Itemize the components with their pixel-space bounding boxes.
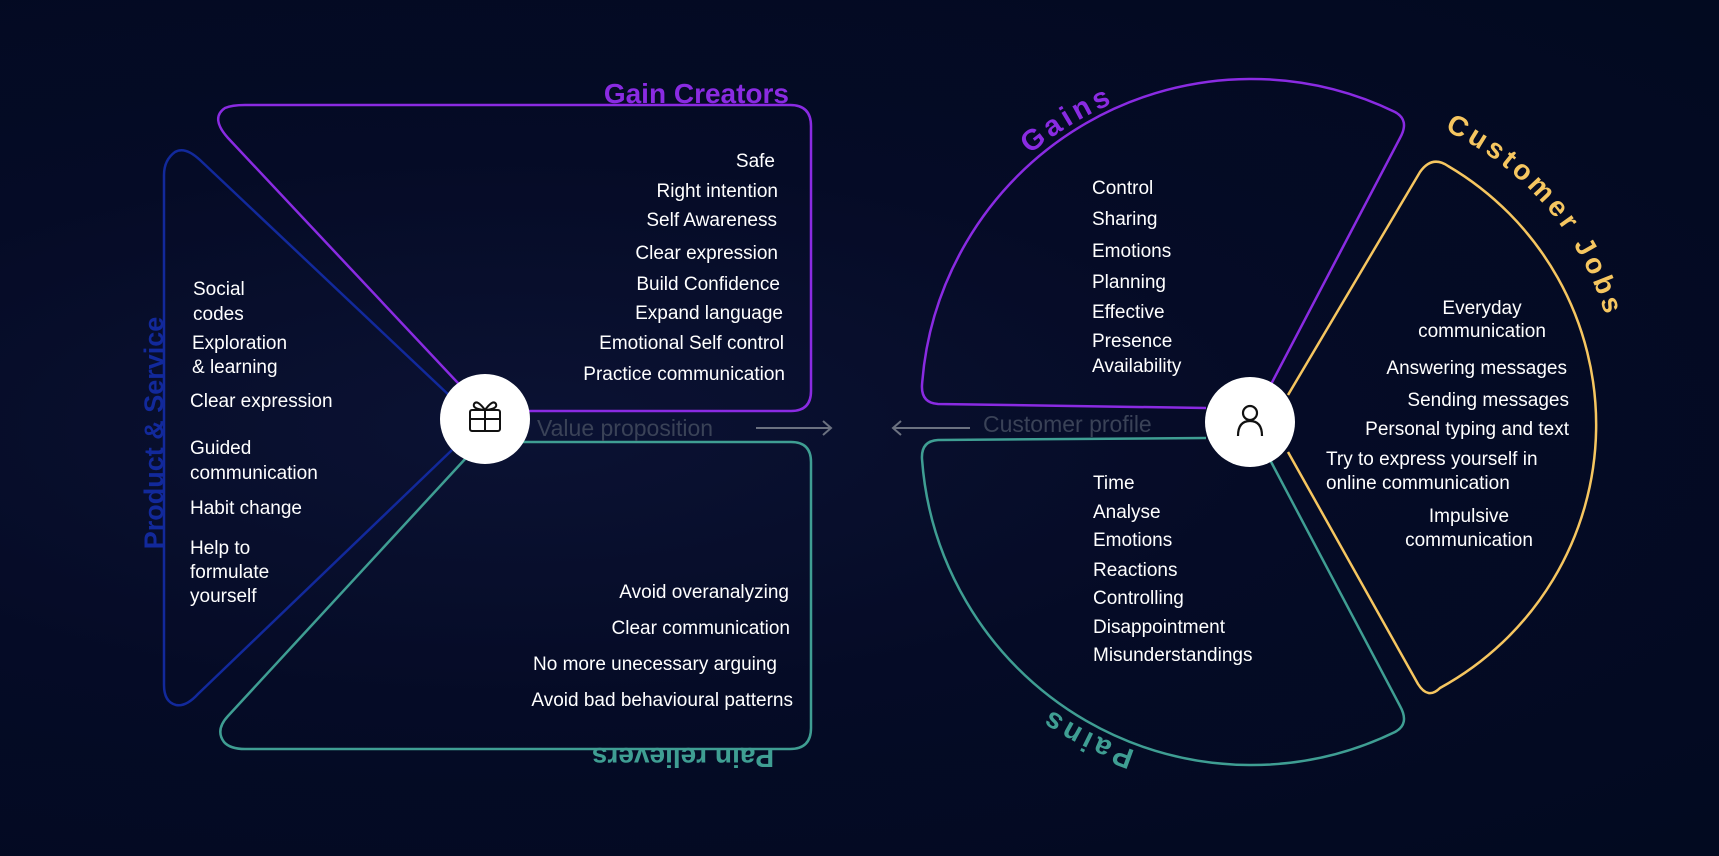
customer-jobs-title: Customer Jobs — [1442, 108, 1630, 321]
list-item: Social — [193, 279, 245, 300]
list-item: communication — [190, 463, 318, 484]
list-item: Availability — [1092, 356, 1182, 377]
customer-jobs-section: Customer Jobs Everyday communication Ans… — [1286, 108, 1630, 695]
list-item: Controlling — [1093, 588, 1184, 609]
list-item: Effective — [1092, 302, 1165, 323]
list-item: Build Confidence — [636, 274, 780, 295]
gain-creators-title: Gain Creators — [604, 78, 789, 109]
list-item: Sending messages — [1407, 390, 1569, 411]
list-item: Planning — [1092, 272, 1166, 293]
list-item: Try to express yourself in — [1326, 449, 1538, 470]
pains-outline — [920, 436, 1406, 767]
list-item: Expand language — [635, 303, 783, 324]
pain-relievers-section: Pain relievers Avoid overanalyzing Clear… — [219, 440, 813, 773]
list-item: Sharing — [1092, 209, 1158, 230]
customer-jobs-list: Everyday communication Answering message… — [1326, 298, 1570, 551]
list-item: Habit change — [190, 498, 302, 519]
list-item: online communication — [1326, 473, 1510, 494]
list-item: Misunderstandings — [1093, 645, 1252, 666]
gain-creators-section: Gain Creators Safe Right intention Self … — [217, 78, 813, 413]
product-service-title: Product & Service — [139, 317, 169, 550]
gift-icon — [469, 401, 501, 432]
list-item: yourself — [190, 586, 257, 607]
list-item: Control — [1092, 178, 1153, 199]
list-item: Exploration — [192, 333, 287, 354]
list-item: Emotions — [1092, 241, 1171, 262]
list-item: communication — [1418, 321, 1546, 342]
list-item: Safe — [736, 151, 775, 172]
customer-profile-flow: Customer profile — [891, 411, 1152, 437]
list-item: Reactions — [1093, 560, 1178, 581]
list-item: Emotional Self control — [599, 333, 784, 354]
list-item: Everyday — [1442, 298, 1522, 319]
pain-relievers-list: Avoid overanalyzing Clear communication … — [531, 582, 793, 711]
list-item: & learning — [192, 357, 278, 378]
list-item: Impulsive — [1429, 506, 1509, 527]
gains-section: Gains Control Sharing Emotions Planning … — [920, 77, 1406, 410]
gift-badge — [440, 374, 530, 464]
user-icon — [1236, 404, 1264, 437]
product-service-section: Product & Service Social codes Explorati… — [139, 149, 453, 707]
list-item: Analyse — [1093, 502, 1161, 523]
pain-relievers-outline — [219, 440, 813, 751]
list-item: Answering messages — [1386, 358, 1567, 379]
list-item: communication — [1405, 530, 1533, 551]
arrow-right-icon — [756, 420, 833, 436]
gains-title: Gains — [1014, 79, 1118, 159]
list-item: Clear expression — [190, 391, 333, 412]
gain-creators-outline — [217, 103, 813, 413]
gain-creators-list: Safe Right intention Self Awareness Clea… — [583, 151, 785, 385]
list-item: Help to — [190, 538, 250, 559]
user-badge — [1205, 377, 1295, 467]
list-item: No more unecessary arguing — [533, 654, 777, 675]
list-item: Guided — [190, 438, 251, 459]
list-item: codes — [193, 304, 244, 325]
list-item: Right intention — [657, 181, 778, 202]
list-item: Clear expression — [635, 243, 778, 264]
pain-relievers-title: Pain relievers — [592, 742, 774, 773]
list-item: Practice communication — [583, 364, 785, 385]
list-item: Time — [1093, 473, 1135, 494]
list-item: Personal typing and text — [1365, 419, 1570, 440]
list-item: Avoid bad behavioural patterns — [531, 690, 793, 711]
product-service-list: Social codes Exploration & learning Clea… — [190, 279, 333, 607]
list-item: Clear communication — [612, 618, 790, 639]
gains-outline — [920, 77, 1406, 410]
list-item: Avoid overanalyzing — [619, 582, 789, 603]
value-proposition-flow: Value proposition — [537, 415, 833, 441]
list-item: Emotions — [1093, 530, 1172, 551]
arrow-left-icon — [891, 420, 970, 436]
list-item: Presence — [1092, 331, 1172, 352]
pains-list: Time Analyse Emotions Reactions Controll… — [1093, 473, 1252, 666]
customer-profile-label: Customer profile — [983, 411, 1152, 437]
list-item: formulate — [190, 562, 269, 583]
list-item: Self Awareness — [646, 210, 777, 231]
gains-list: Control Sharing Emotions Planning Effect… — [1092, 178, 1182, 377]
customer-jobs-outline — [1286, 160, 1598, 695]
product-service-outline — [162, 149, 453, 707]
value-proposition-label: Value proposition — [537, 415, 713, 441]
list-item: Disappointment — [1093, 617, 1226, 638]
